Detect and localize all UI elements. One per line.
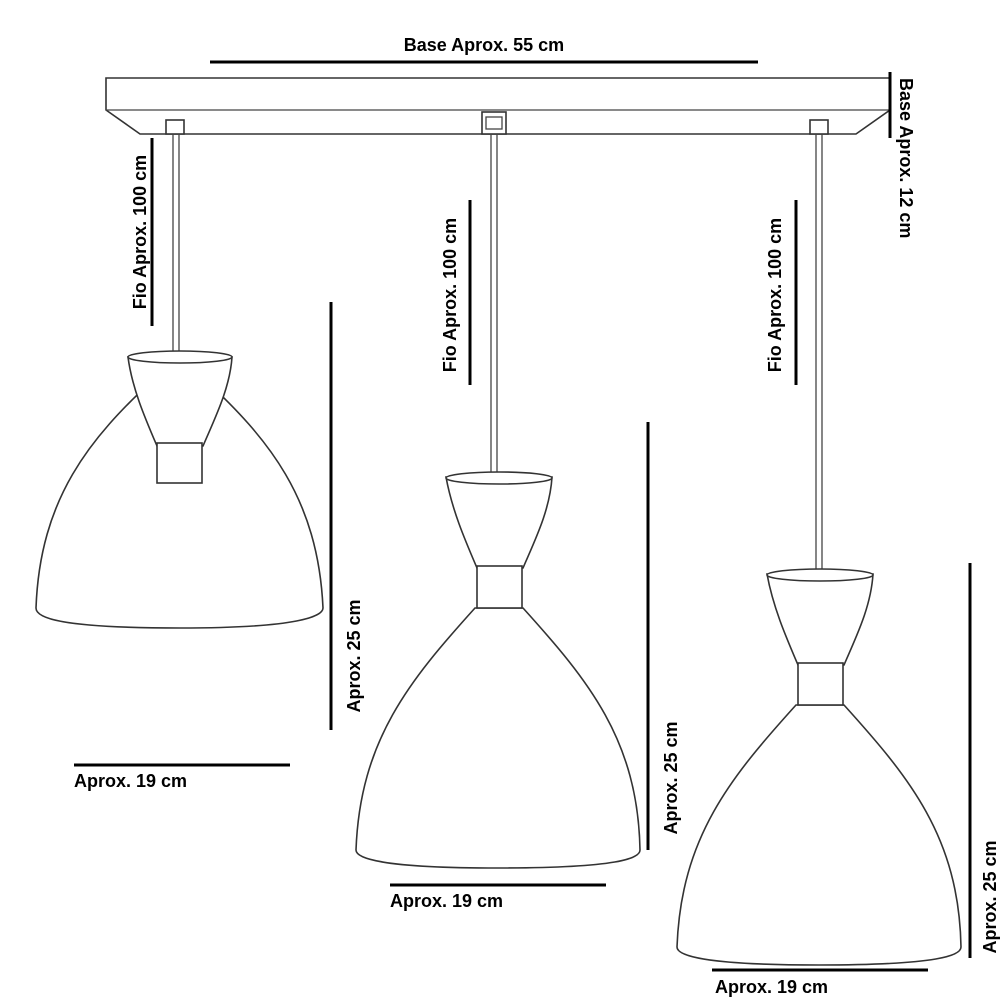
label-width-middle: Aprox. 19 cm (390, 891, 503, 911)
label-height-left: Aprox. 25 cm (344, 599, 364, 712)
lamp-middle (355, 471, 641, 869)
label-height-right: Aprox. 25 cm (980, 840, 1000, 953)
label-wire-left: Fio Aprox. 100 cm (130, 155, 150, 309)
wire-middle (490, 134, 498, 477)
label-width-right: Aprox. 19 cm (715, 977, 828, 997)
label-wire-right: Fio Aprox. 100 cm (765, 218, 785, 372)
label-width-left: Aprox. 19 cm (74, 771, 187, 791)
wire-left (172, 134, 180, 353)
lamp-right (676, 568, 962, 966)
label-wire-middle: Fio Aprox. 100 cm (440, 218, 460, 372)
wire-mount-left (165, 119, 185, 135)
label-base-depth: Base Aprox. 12 cm (896, 78, 916, 238)
lamp-left (35, 350, 324, 629)
wire-mount-middle (481, 111, 507, 135)
label-base-length: Base Aprox. 55 cm (404, 35, 564, 55)
wire-right (815, 134, 823, 574)
label-height-middle: Aprox. 25 cm (661, 721, 681, 834)
wire-mount-right (809, 119, 829, 135)
